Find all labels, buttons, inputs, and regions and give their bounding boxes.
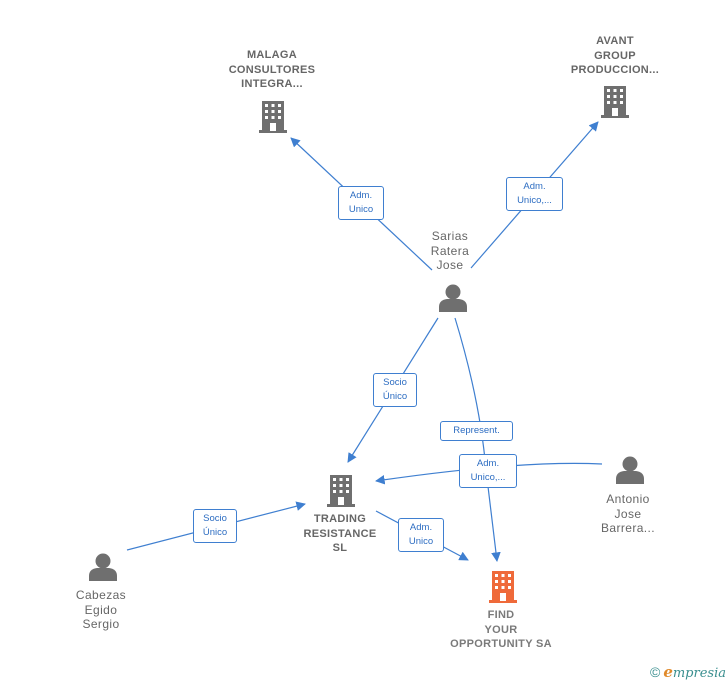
label-line: Unico,... bbox=[517, 195, 552, 206]
label-line: SL bbox=[332, 542, 348, 554]
brand-text: mpresia bbox=[672, 666, 726, 681]
label-line: Jose bbox=[436, 258, 464, 272]
edge-label-antonio-trading[interactable]: Adm. Unico,... bbox=[459, 454, 517, 488]
label-line: CONSULTORES bbox=[228, 63, 316, 76]
label-line: RESISTANCE bbox=[303, 527, 377, 540]
label-line: Antonio bbox=[606, 492, 650, 506]
brand-logo: empresia bbox=[663, 663, 726, 681]
label-line: Represent. bbox=[453, 425, 500, 436]
node-label-trading: TRADING RESISTANCE SL bbox=[280, 512, 400, 556]
label-line: Cabezas bbox=[75, 588, 127, 602]
copyright-symbol: © bbox=[649, 664, 661, 680]
label-line: GROUP bbox=[594, 49, 636, 62]
label-line: Egido bbox=[84, 602, 118, 617]
label-line: Único bbox=[202, 527, 228, 538]
node-label-avant: AVANT GROUP PRODUCCION... bbox=[555, 34, 675, 78]
label-line: Jose bbox=[614, 506, 642, 521]
label-line: Sergio bbox=[82, 617, 120, 631]
edge-label-sarias-malaga[interactable]: Adm. Unico bbox=[338, 186, 384, 220]
edge-label-sarias-avant[interactable]: Adm. Unico,... bbox=[506, 177, 563, 211]
label-line: YOUR bbox=[484, 623, 518, 636]
node-label-find: FIND YOUR OPPORTUNITY SA bbox=[431, 608, 571, 652]
person-icon bbox=[616, 456, 644, 484]
label-line: Unico,... bbox=[470, 472, 506, 483]
building-icon bbox=[601, 86, 629, 118]
label-line: Unico bbox=[408, 536, 434, 547]
edge-label-trading-find[interactable]: Adm. Unico bbox=[398, 518, 444, 552]
building-icon bbox=[259, 101, 287, 133]
label-line: AVANT bbox=[596, 35, 634, 47]
label-line: FIND bbox=[487, 609, 515, 621]
label-line: Adm. bbox=[476, 458, 500, 469]
label-line: OPPORTUNITY SA bbox=[450, 638, 552, 650]
label-line: Ratera bbox=[430, 243, 470, 258]
building-icon bbox=[327, 475, 355, 507]
label-line: Socio bbox=[383, 377, 407, 388]
label-line: MALAGA bbox=[246, 49, 298, 61]
label-line: Adm. bbox=[349, 190, 373, 201]
label-line: Socio bbox=[203, 513, 227, 524]
brand-initial: e bbox=[663, 663, 673, 681]
label-line: TRADING bbox=[313, 513, 367, 525]
label-line: PRODUCCION... bbox=[570, 64, 660, 76]
footer-brand[interactable]: © empresia bbox=[650, 661, 726, 683]
label-line: Único bbox=[382, 391, 408, 402]
label-line: INTEGRA... bbox=[241, 78, 303, 90]
label-line: Adm. bbox=[523, 181, 546, 192]
label-line: Adm. bbox=[409, 522, 433, 533]
person-icon bbox=[89, 553, 117, 581]
person-icon bbox=[439, 284, 467, 312]
label-line: Barrera... bbox=[600, 521, 655, 535]
edge-label-sarias-find[interactable]: Represent. bbox=[440, 421, 513, 441]
label-line: Unico bbox=[348, 204, 374, 215]
building-icon-focus bbox=[489, 571, 517, 603]
node-label-malaga: MALAGA CONSULTORES INTEGRA... bbox=[212, 48, 332, 92]
label-line: Sarias bbox=[431, 229, 469, 243]
